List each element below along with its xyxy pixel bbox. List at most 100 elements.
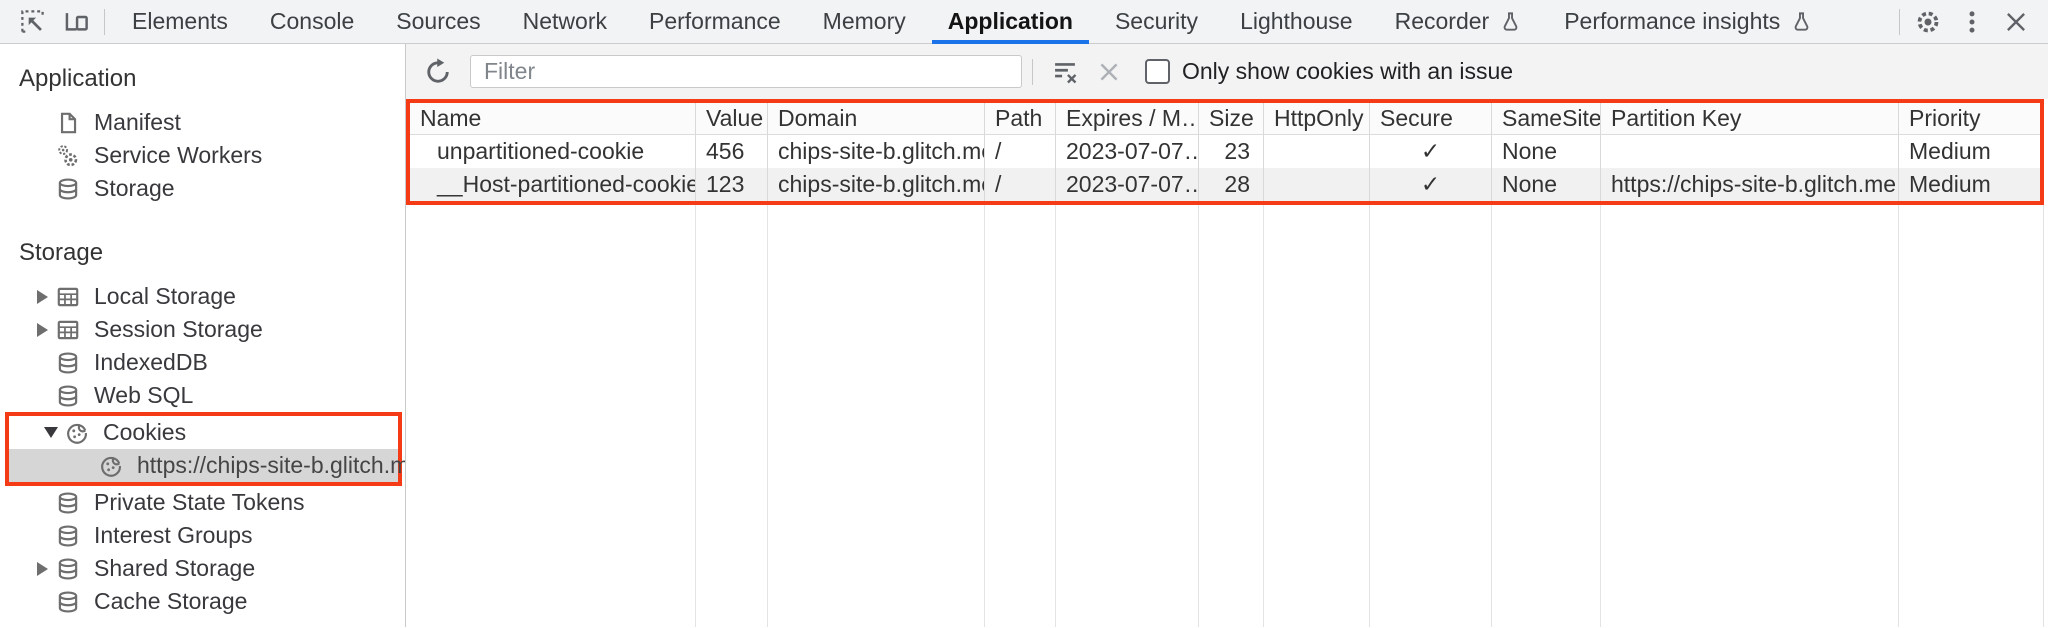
column-header-samesite[interactable]: SameSite xyxy=(1492,103,1601,134)
sidebar-item-service-workers[interactable]: Service Workers xyxy=(0,139,405,172)
cell-httponly xyxy=(1264,168,1370,201)
expand-arrow[interactable] xyxy=(30,322,54,337)
file-icon xyxy=(54,109,82,137)
database-icon xyxy=(54,382,82,410)
cookie-icon xyxy=(97,452,125,480)
sidebar-item-local-storage[interactable]: Local Storage xyxy=(0,280,405,313)
tabbar-divider xyxy=(104,8,105,35)
column-header-path[interactable]: Path xyxy=(985,103,1056,134)
clear-icon[interactable] xyxy=(1087,50,1131,94)
collapse-arrow[interactable] xyxy=(39,427,63,438)
column-header-priority[interactable]: Priority xyxy=(1909,105,1981,131)
column-header-domain[interactable]: Domain xyxy=(768,103,985,134)
cell-size: 28 xyxy=(1199,168,1264,201)
cell-expires: 2023-07-07… xyxy=(1056,135,1199,168)
sidebar-item-manifest[interactable]: Manifest xyxy=(0,106,405,139)
toolbar-divider xyxy=(1032,58,1033,85)
cookie-table-header: Name Value Domain Path Expires / M… Size… xyxy=(410,103,2040,135)
gears-icon xyxy=(54,142,82,170)
cookie-table-empty-area xyxy=(406,205,2044,627)
database-icon xyxy=(54,175,82,203)
cookie-icon xyxy=(63,419,91,447)
tab-elements[interactable]: Elements xyxy=(132,8,228,34)
column-header-expires[interactable]: Expires / M… xyxy=(1056,103,1199,134)
column-header-httponly[interactable]: HttpOnly xyxy=(1264,103,1370,134)
sidebar-item-private-state-tokens[interactable]: Private State Tokens xyxy=(0,486,405,519)
tab-performance-insights[interactable]: Performance insights xyxy=(1543,0,1834,44)
cell-partition-key xyxy=(1601,135,1899,168)
cell-samesite: None xyxy=(1492,135,1601,168)
cell-expires: 2023-07-07… xyxy=(1056,168,1199,201)
sidebar-item-cookies[interactable]: Cookies xyxy=(9,416,398,449)
cookie-row-unpartitioned[interactable]: unpartitioned-cookie 456 chips-site-b.gl… xyxy=(410,135,2040,168)
cell-domain: chips-site-b.glitch.me xyxy=(768,135,985,168)
cell-size: 23 xyxy=(1199,135,1264,168)
close-icon[interactable] xyxy=(1994,0,2038,44)
cookies-toolbar: Only show cookies with an issue xyxy=(406,44,2048,99)
sidebar-item-indexeddb[interactable]: IndexedDB xyxy=(0,346,405,379)
sidebar-item-cache-storage[interactable]: Cache Storage xyxy=(0,585,405,618)
sidebar-item-shared-storage[interactable]: Shared Storage xyxy=(0,552,405,585)
issue-filter-label: Only show cookies with an issue xyxy=(1182,58,1514,84)
database-icon xyxy=(54,349,82,377)
column-header-value[interactable]: Value xyxy=(696,103,768,134)
tab-lighthouse[interactable]: Lighthouse xyxy=(1240,8,1353,34)
tabbar-divider-right xyxy=(1899,8,1900,35)
expand-arrow[interactable] xyxy=(30,561,54,576)
tab-recorder[interactable]: Recorder xyxy=(1374,0,1544,44)
column-header-size[interactable]: Size xyxy=(1199,103,1264,134)
clear-filter-icon[interactable] xyxy=(1043,50,1087,94)
cell-partition-key: https://chips-site-b.glitch.me xyxy=(1601,168,1899,201)
column-header-name[interactable]: Name xyxy=(410,103,696,134)
cell-name: __Host-partitioned-cookie xyxy=(410,168,696,201)
refresh-icon[interactable] xyxy=(416,50,460,94)
devtools-tabbar: Elements Console Sources Network Perform… xyxy=(0,0,2048,44)
cell-path: / xyxy=(985,135,1056,168)
cell-value: 456 xyxy=(696,135,768,168)
table-icon xyxy=(54,316,82,344)
application-sidebar: Application Manifest xyxy=(0,44,406,627)
tab-memory[interactable]: Memory xyxy=(822,8,906,34)
tab-application[interactable]: Application xyxy=(927,0,1094,44)
inspect-element-icon[interactable] xyxy=(10,0,54,44)
cookies-panel: Only show cookies with an issue Name Val… xyxy=(406,44,2048,627)
kebab-menu-icon[interactable] xyxy=(1950,0,1994,44)
cell-secure-checkmark: ✓ xyxy=(1370,168,1492,201)
flask-icon xyxy=(1499,10,1522,33)
section-title-storage: Storage xyxy=(19,239,104,266)
tab-sources[interactable]: Sources xyxy=(396,8,481,34)
cell-priority: Medium xyxy=(1909,171,1991,197)
tab-console[interactable]: Console xyxy=(269,8,355,34)
cell-secure-checkmark: ✓ xyxy=(1370,135,1492,168)
column-header-secure[interactable]: Secure xyxy=(1370,103,1492,134)
tab-performance[interactable]: Performance xyxy=(649,8,781,34)
device-toolbar-icon[interactable] xyxy=(54,0,98,44)
cell-path: / xyxy=(985,168,1056,201)
tab-network[interactable]: Network xyxy=(522,8,607,34)
sidebar-item-cookie-origin[interactable]: https://chips-site-b.glitch.me xyxy=(9,449,405,482)
settings-gear-icon[interactable] xyxy=(1906,0,1950,44)
issue-filter-checkbox[interactable] xyxy=(1145,59,1170,84)
expand-arrow[interactable] xyxy=(30,289,54,304)
devtools-body: Application Manifest xyxy=(0,44,2048,627)
column-header-partition-key[interactable]: Partition Key xyxy=(1601,103,1899,134)
cookie-table-highlight-box: Name Value Domain Path Expires / M… Size… xyxy=(406,99,2044,205)
database-icon xyxy=(54,489,82,517)
cookies-highlight-box: Cookies https://chips-site-b.glitch.me xyxy=(5,412,405,486)
sidebar-item-storage[interactable]: Storage xyxy=(0,172,405,205)
filter-input[interactable] xyxy=(470,55,1022,88)
sidebar-item-web-sql[interactable]: Web SQL xyxy=(0,379,405,412)
database-icon xyxy=(54,588,82,616)
cell-samesite: None xyxy=(1492,168,1601,201)
sidebar-item-interest-groups[interactable]: Interest Groups xyxy=(0,519,405,552)
cell-httponly xyxy=(1264,135,1370,168)
cell-priority: Medium xyxy=(1909,138,1991,164)
tab-security[interactable]: Security xyxy=(1114,8,1199,34)
sidebar-item-session-storage[interactable]: Session Storage xyxy=(0,313,405,346)
table-icon xyxy=(54,283,82,311)
database-icon xyxy=(54,522,82,550)
cell-domain: chips-site-b.glitch.me xyxy=(768,168,985,201)
database-icon xyxy=(54,555,82,583)
cookie-row-host-partitioned[interactable]: __Host-partitioned-cookie 123 chips-site… xyxy=(410,168,2040,201)
